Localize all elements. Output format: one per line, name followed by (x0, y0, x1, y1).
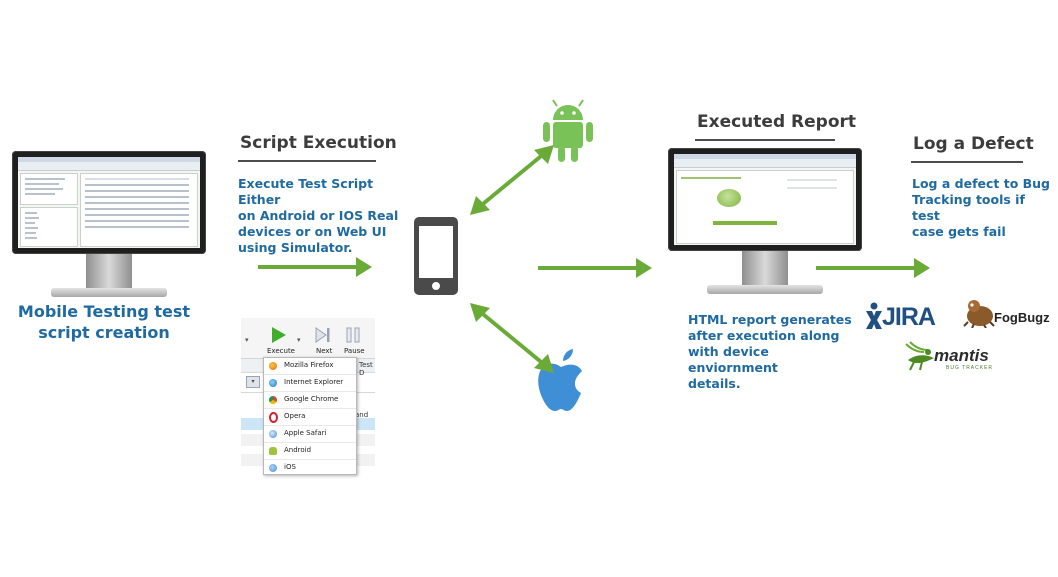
play-icon (272, 327, 286, 343)
flow-arrow (258, 257, 372, 277)
menu-item-ios[interactable]: iOS (264, 460, 356, 476)
object-pane (20, 207, 78, 247)
fogbugz-wordmark: FogBugz (994, 310, 1050, 325)
step-create-caption: Mobile Testing test script creation (10, 301, 198, 343)
step-report-heading: Executed Report (697, 112, 857, 132)
step-execute-heading: Script Execution (240, 133, 397, 153)
execute-button-label: Execute (267, 347, 295, 355)
mantis-logo (905, 341, 934, 371)
flow-arrow (816, 258, 930, 278)
report-content (676, 170, 854, 244)
caption-line: Mobile Testing test (17, 302, 191, 321)
jira-wordmark: JIRA (882, 303, 936, 331)
row-text-fragment: and (355, 411, 369, 419)
apple-icon (538, 349, 582, 411)
monitor-bezel (668, 148, 862, 251)
fogbugz-logo (963, 300, 995, 328)
browser-dropdown-menu: Mozilla Firefox Internet Explorer Google… (263, 357, 357, 475)
android-icon (543, 99, 593, 162)
flow-arrow-ios (470, 303, 554, 373)
smartphone-icon (414, 217, 458, 295)
flow-arrow-android (470, 145, 554, 215)
menu-item-firefox[interactable]: Mozilla Firefox (264, 358, 356, 375)
android-small-icon (269, 447, 277, 455)
chrome-icon (269, 396, 277, 404)
heading-underline (911, 161, 1023, 163)
pause-icon (346, 327, 360, 343)
steps-grid (80, 173, 198, 247)
html-report-screenshot (674, 154, 856, 245)
menu-item-chrome[interactable]: Google Chrome (264, 392, 356, 409)
ie-icon (269, 379, 277, 387)
flow-arrow (538, 258, 652, 278)
tree-pane (20, 173, 78, 205)
mantis-wordmark: mantis (934, 346, 989, 365)
jira-logo (866, 302, 882, 329)
firefox-icon (269, 362, 277, 370)
execute-toolbar: ▾ ▾ Execute Next Pause (241, 318, 375, 359)
filter-dropdown-icon: ▾ (246, 376, 260, 388)
script-editor-screenshot (18, 157, 200, 248)
step-execute-description: Execute Test Script Either on Android or… (238, 176, 399, 255)
ios-small-icon (269, 464, 277, 472)
menu-item-ie[interactable]: Internet Explorer (264, 375, 356, 392)
heading-underline (238, 160, 376, 162)
next-button-label: Next (316, 347, 333, 355)
mantis-subtitle: BUG TRACKER (946, 365, 994, 371)
heading-underline (695, 139, 835, 141)
column-header-fragment: Test D (359, 361, 373, 377)
monitor-bezel (12, 151, 206, 254)
step-defect-heading: Log a Defect (913, 134, 1034, 154)
menu-item-android[interactable]: Android (264, 443, 356, 460)
pause-button-label: Pause (344, 347, 365, 355)
step-report-description: HTML report generates after execution al… (688, 312, 852, 391)
menu-item-safari[interactable]: Apple Safari (264, 426, 356, 443)
report-pie-chart (717, 189, 741, 207)
step-defect-description: Log a defect to Bug Tracking tools if te… (912, 176, 1051, 239)
menu-item-opera[interactable]: Opera (264, 409, 356, 426)
next-icon (315, 327, 330, 343)
safari-icon (269, 430, 277, 438)
opera-icon (269, 412, 278, 423)
caption-line: script creation (38, 323, 170, 342)
